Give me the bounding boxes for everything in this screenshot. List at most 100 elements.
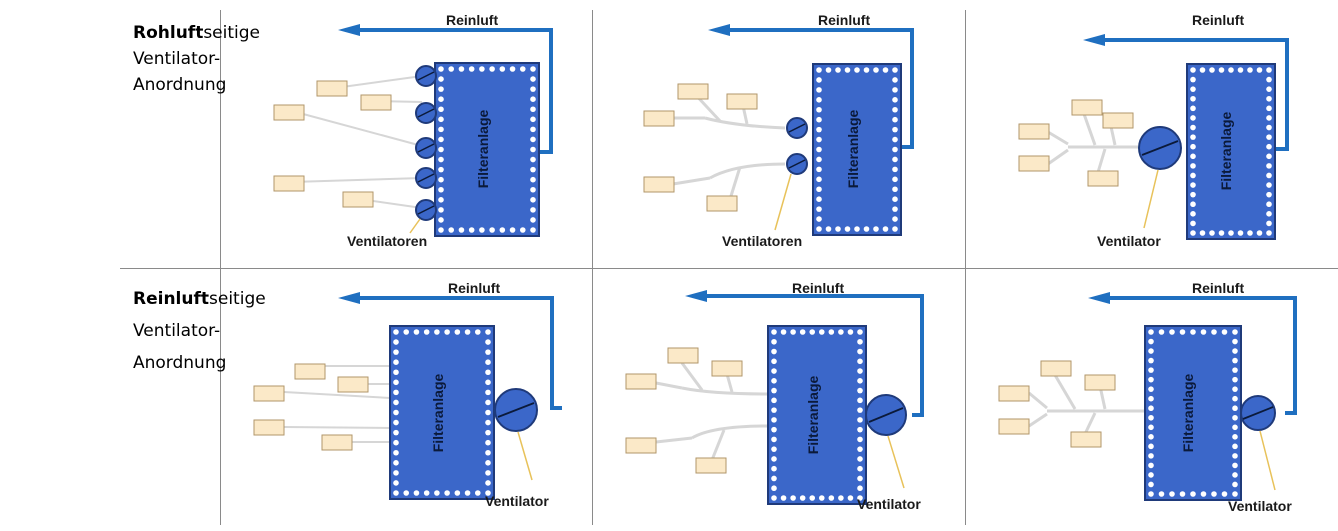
filter-hole <box>816 156 822 163</box>
filter-hole <box>485 429 491 436</box>
filter-hole <box>438 146 444 153</box>
fan-icon <box>786 117 808 139</box>
row-label-rest: seitige <box>203 23 261 43</box>
filter-hole <box>1232 491 1238 497</box>
pointer-line <box>1143 169 1159 229</box>
grid-divider <box>220 10 221 525</box>
filter-hole <box>438 106 444 113</box>
filter-hole <box>448 227 455 233</box>
filter-hole <box>403 490 410 496</box>
grid-divider <box>965 10 966 525</box>
pointer-line <box>409 218 421 234</box>
filter-hole <box>873 67 879 73</box>
filter-hole <box>1266 134 1272 140</box>
filter-hole <box>393 439 399 446</box>
filter-hole <box>816 106 822 113</box>
filter-hole <box>1266 76 1272 83</box>
filter-hole <box>1199 230 1206 236</box>
filter-hole <box>1247 67 1253 73</box>
filter-hole <box>771 338 777 345</box>
filter-hole <box>790 495 796 501</box>
filter-hole <box>1232 338 1238 345</box>
filter-hole <box>530 66 536 72</box>
row-label-rest: seitige <box>209 289 266 309</box>
filter-hole <box>771 358 777 365</box>
filter-hole <box>530 116 536 123</box>
filter-hole <box>857 465 863 472</box>
filter-hole <box>393 409 399 416</box>
reinluft-duct <box>1095 296 1297 415</box>
filter-hole <box>892 176 898 183</box>
filter-hole <box>1190 163 1196 169</box>
filter-hole <box>393 339 399 345</box>
filter-hole <box>509 227 516 233</box>
filter-hole <box>1209 230 1215 236</box>
arrow-left-icon <box>708 24 730 36</box>
filter-hole <box>1148 405 1154 412</box>
filter-hole <box>485 379 491 386</box>
ventilator-label: Ventilator <box>485 493 549 509</box>
filter-holes <box>816 67 898 232</box>
filter-hole <box>1190 124 1196 131</box>
reinluft-label: Reinluft <box>448 280 500 296</box>
filter-hole <box>1148 443 1154 450</box>
filter-hole <box>1237 67 1244 73</box>
filter-hole <box>393 480 399 486</box>
filter-hole <box>1266 115 1272 121</box>
filter-hole <box>892 196 898 202</box>
filter-hole <box>816 116 822 123</box>
pointer-line <box>887 435 905 489</box>
filter-hole <box>485 369 491 376</box>
filter-hole <box>809 495 816 501</box>
row-label-line3: Anordnung <box>133 75 227 95</box>
filter-hole <box>816 146 822 153</box>
filter-hole <box>1158 491 1165 497</box>
filter-hole <box>479 227 485 233</box>
filteranlage-label: Filteranlage <box>805 376 821 455</box>
filter-hole <box>1148 395 1154 402</box>
filter-hole <box>438 86 444 92</box>
filter-hole <box>1247 230 1253 236</box>
filter-hole <box>1266 124 1272 131</box>
filter-hole <box>857 436 863 443</box>
filter-hole <box>1190 86 1196 92</box>
filter-hole <box>1209 67 1215 73</box>
row-label-line2: Ventilator- <box>133 321 221 341</box>
air-sources <box>1018 99 1134 187</box>
air-sources <box>643 83 758 212</box>
filter-hole <box>818 329 825 335</box>
filter-hole <box>828 329 835 335</box>
filter-hole <box>468 66 475 72</box>
filter-hole <box>454 490 461 496</box>
filter-holes <box>771 329 863 501</box>
filter-hole <box>1190 329 1196 335</box>
filter-hole <box>828 495 835 501</box>
filter-hole <box>771 329 777 335</box>
filter-hole <box>844 226 851 232</box>
filter-hole <box>393 369 399 376</box>
filter-hole <box>499 66 506 72</box>
filter-hole <box>857 397 863 404</box>
filter-hole <box>835 67 841 73</box>
filter-hole <box>393 460 399 466</box>
ventilator-label: Ventilator <box>857 496 921 512</box>
filter-hole <box>1148 481 1154 488</box>
filter-hole <box>1266 172 1272 179</box>
filter-hole <box>892 156 898 163</box>
filteranlage-label: Filteranlage <box>845 110 861 189</box>
filter-hole <box>485 470 491 476</box>
filter-hole <box>771 397 777 404</box>
filter-hole <box>816 126 822 133</box>
filter-hole <box>530 126 536 133</box>
filter-hole <box>892 136 898 143</box>
filter-unit <box>1186 63 1276 240</box>
filter-hole <box>485 329 491 335</box>
filter-hole <box>771 475 777 482</box>
filter-hole <box>1190 491 1196 497</box>
filter-hole <box>1199 67 1206 73</box>
filter-hole <box>485 419 491 426</box>
filter-hole <box>1211 329 1217 335</box>
fan-icon <box>494 388 538 432</box>
filter-hole <box>857 426 863 433</box>
filter-hole <box>1232 424 1238 431</box>
